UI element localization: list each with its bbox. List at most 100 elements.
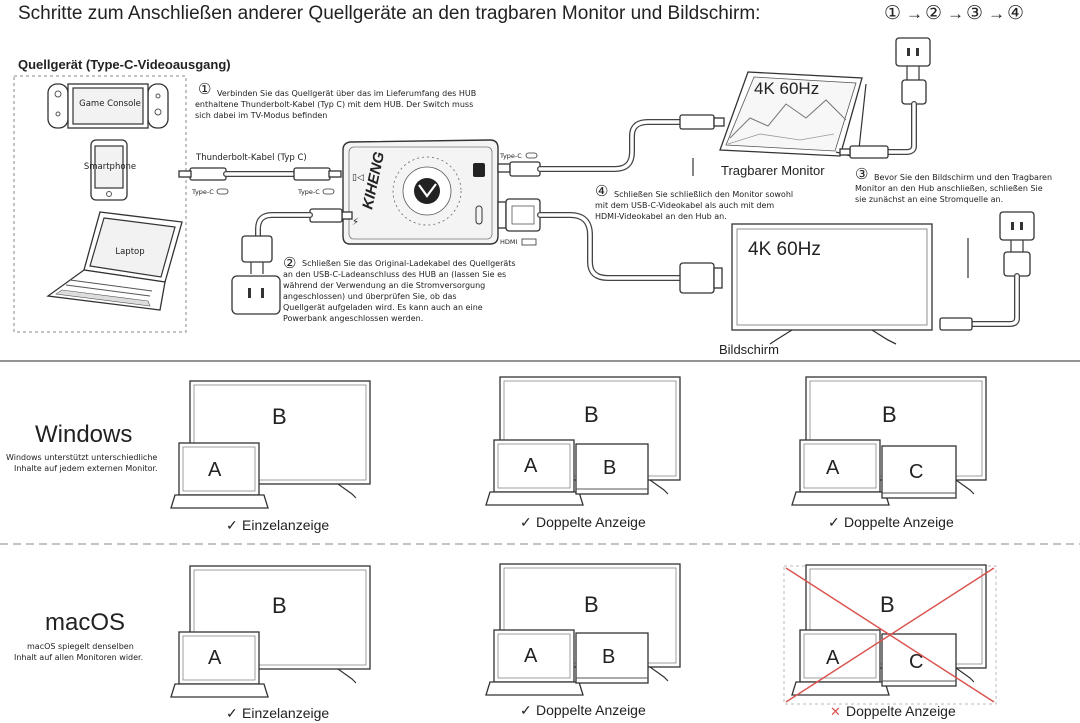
windows-panel-single xyxy=(170,380,371,509)
step4-number: ④ xyxy=(595,183,608,200)
check-icon: ✓ xyxy=(226,517,238,533)
screen-label-a: A xyxy=(524,645,538,667)
tv-screen-icon xyxy=(731,223,933,345)
check-icon: ✓ xyxy=(226,705,238,721)
screen-label-b: B xyxy=(272,404,287,429)
step-sequence: ① → ② → ③ → ④ xyxy=(884,3,1024,24)
screen-label-c: C xyxy=(909,651,923,673)
macos-desc-line-2: Inhalt auf allen Monitoren wider. xyxy=(14,653,143,662)
screen-label-b: B xyxy=(603,457,616,479)
step2-line-5: Quellgerät aufgeladen wird. Es kann auch… xyxy=(283,303,483,312)
macos-desc-line-1: macOS spiegelt denselben xyxy=(27,642,134,651)
step2-line-6: Powerbank angeschlossen werden. xyxy=(283,314,423,323)
step3-line-3: sie zunächst an eine Stromquelle an. xyxy=(855,195,1003,204)
step3-note: ③ Bevor Sie den Bildschirm und den Tragb… xyxy=(855,166,1052,204)
device-laptop-label: Laptop xyxy=(115,247,144,257)
step1-note: ① Verbinden Sie das Quellgerät über das … xyxy=(195,81,476,120)
hub-charge-icon: ⚡ xyxy=(352,217,359,228)
hub-port-symbol: ▯◁ xyxy=(352,173,364,183)
step-seq-2: ② xyxy=(925,3,942,24)
page-title: Schritte zum Anschließen anderer Quellge… xyxy=(18,3,760,24)
step-seq-1: ① xyxy=(884,3,901,24)
screen-label-c: C xyxy=(909,461,923,483)
screen-label-b: B xyxy=(272,593,287,618)
power-cable-tv xyxy=(939,211,1035,331)
screen-label-b: B xyxy=(584,592,599,617)
cross-out-icon xyxy=(785,567,995,703)
step3-line-2: Monitor an den Hub anschließen, schließe… xyxy=(855,184,1043,193)
check-icon: ✓ xyxy=(520,514,532,530)
panel-caption: Doppelte Anzeige xyxy=(536,702,646,718)
step1-line-3: sich dabei im TV-Modus befinden xyxy=(195,111,327,120)
typec-port-icon xyxy=(216,188,229,195)
screen-label-b: B xyxy=(880,592,895,617)
screen-label: Bildschirm xyxy=(719,342,779,357)
step3-number: ③ xyxy=(855,166,868,183)
port-hdmi-label: HDMI xyxy=(500,238,518,246)
macos-panel-single xyxy=(170,565,371,698)
screen-label-b: B xyxy=(882,402,897,427)
windows-title: Windows xyxy=(35,421,132,448)
step4-line-3: HDMI-Videokabel an den Hub an. xyxy=(595,212,727,221)
step4-line-1: Schließen Sie schließlich den Monitor so… xyxy=(614,190,793,199)
windows-desc-line-2: Inhalte auf jedem externen Monitor. xyxy=(14,464,158,473)
port-typec-right-label: Type-C xyxy=(499,152,522,160)
header: Schritte zum Anschließen anderer Quellge… xyxy=(18,3,1024,24)
step3-line-1: Bevor Sie den Bildschirm und den Tragbar… xyxy=(874,173,1052,182)
step-seq-arrow-2: → xyxy=(947,4,964,23)
panel-caption: Doppelte Anzeige xyxy=(846,703,956,719)
device-game-console-label: Game Console xyxy=(79,99,141,109)
source-group-label: Quellgerät (Type-C-Videoausgang) xyxy=(18,57,231,72)
step2-line-2: an den USB-C-Ladeanschluss des HUB an (l… xyxy=(283,270,506,279)
windows-desc-line-1: Windows unterstützt unterschiedliche xyxy=(6,453,157,462)
step2-number: ② xyxy=(283,255,296,272)
cross-icon: ✕ xyxy=(830,704,841,719)
panel-caption: Einzelanzeige xyxy=(242,517,329,533)
screen-resolution: 4K 60Hz xyxy=(748,239,821,260)
screen-label-a: A xyxy=(208,647,222,669)
step-seq-arrow-1: → xyxy=(906,4,923,23)
device-smartphone-label: Smartphone xyxy=(84,162,136,172)
port-typec-mid-label: Type-C xyxy=(297,188,320,196)
windows-panel-extended xyxy=(791,376,987,506)
macos-panel-mirror xyxy=(485,563,681,696)
typec-port-icon xyxy=(525,152,538,159)
macos-title: macOS xyxy=(45,609,125,636)
source-group-frame xyxy=(13,75,187,333)
hub-device: ▯◁ ⚡ xyxy=(342,139,499,245)
hdmi-cable xyxy=(497,198,723,294)
windows-panel-dual xyxy=(485,376,681,506)
panel-caption: Doppelte Anzeige xyxy=(844,514,954,530)
screen-label-a: A xyxy=(524,455,538,477)
screen-label-b: B xyxy=(602,646,615,668)
screen-label-a: A xyxy=(208,459,222,481)
check-icon: ✓ xyxy=(828,514,840,530)
step1-line-1: Verbinden Sie das Quellgerät über das im… xyxy=(217,89,476,98)
power-cable-portable xyxy=(839,37,931,159)
panel-caption: Doppelte Anzeige xyxy=(536,514,646,530)
wall-socket-icon xyxy=(231,275,281,315)
laptop-icon xyxy=(46,211,183,311)
screen-label-a: A xyxy=(826,647,840,669)
step4-line-2: mit dem USB-C-Videokabel als auch mit de… xyxy=(595,201,774,210)
usbc-video-cable xyxy=(497,114,725,177)
step2-line-3: während der Verwendung an die Stromverso… xyxy=(283,281,485,290)
charging-cable xyxy=(241,208,353,274)
check-icon: ✓ xyxy=(520,702,532,718)
game-console-icon xyxy=(47,83,169,129)
cable-label: Thunderbolt-Kabel (Typ C) xyxy=(195,153,307,163)
portable-resolution: 4K 60Hz xyxy=(754,79,819,98)
smartphone-icon xyxy=(90,139,128,201)
macos-panel-unsupported xyxy=(783,564,997,705)
step2-line-4: angeschlossen) und überprüfen Sie, ob da… xyxy=(283,292,457,301)
step-seq-4: ④ xyxy=(1007,3,1024,24)
port-typec-left-label: Type-C xyxy=(191,188,214,196)
step-seq-3: ③ xyxy=(966,3,983,24)
portable-monitor-icon xyxy=(719,71,867,159)
step1-line-2: enthaltene Thunderbolt-Kabel (Typ C) mit… xyxy=(195,100,473,109)
thunderbolt-cable xyxy=(178,167,342,181)
screen-label-b: B xyxy=(584,402,599,427)
portable-label: Tragbarer Monitor xyxy=(721,163,825,178)
screen-label-a: A xyxy=(826,457,840,479)
step2-note: ② Schließen Sie das Original-Ladekabel d… xyxy=(283,255,516,323)
